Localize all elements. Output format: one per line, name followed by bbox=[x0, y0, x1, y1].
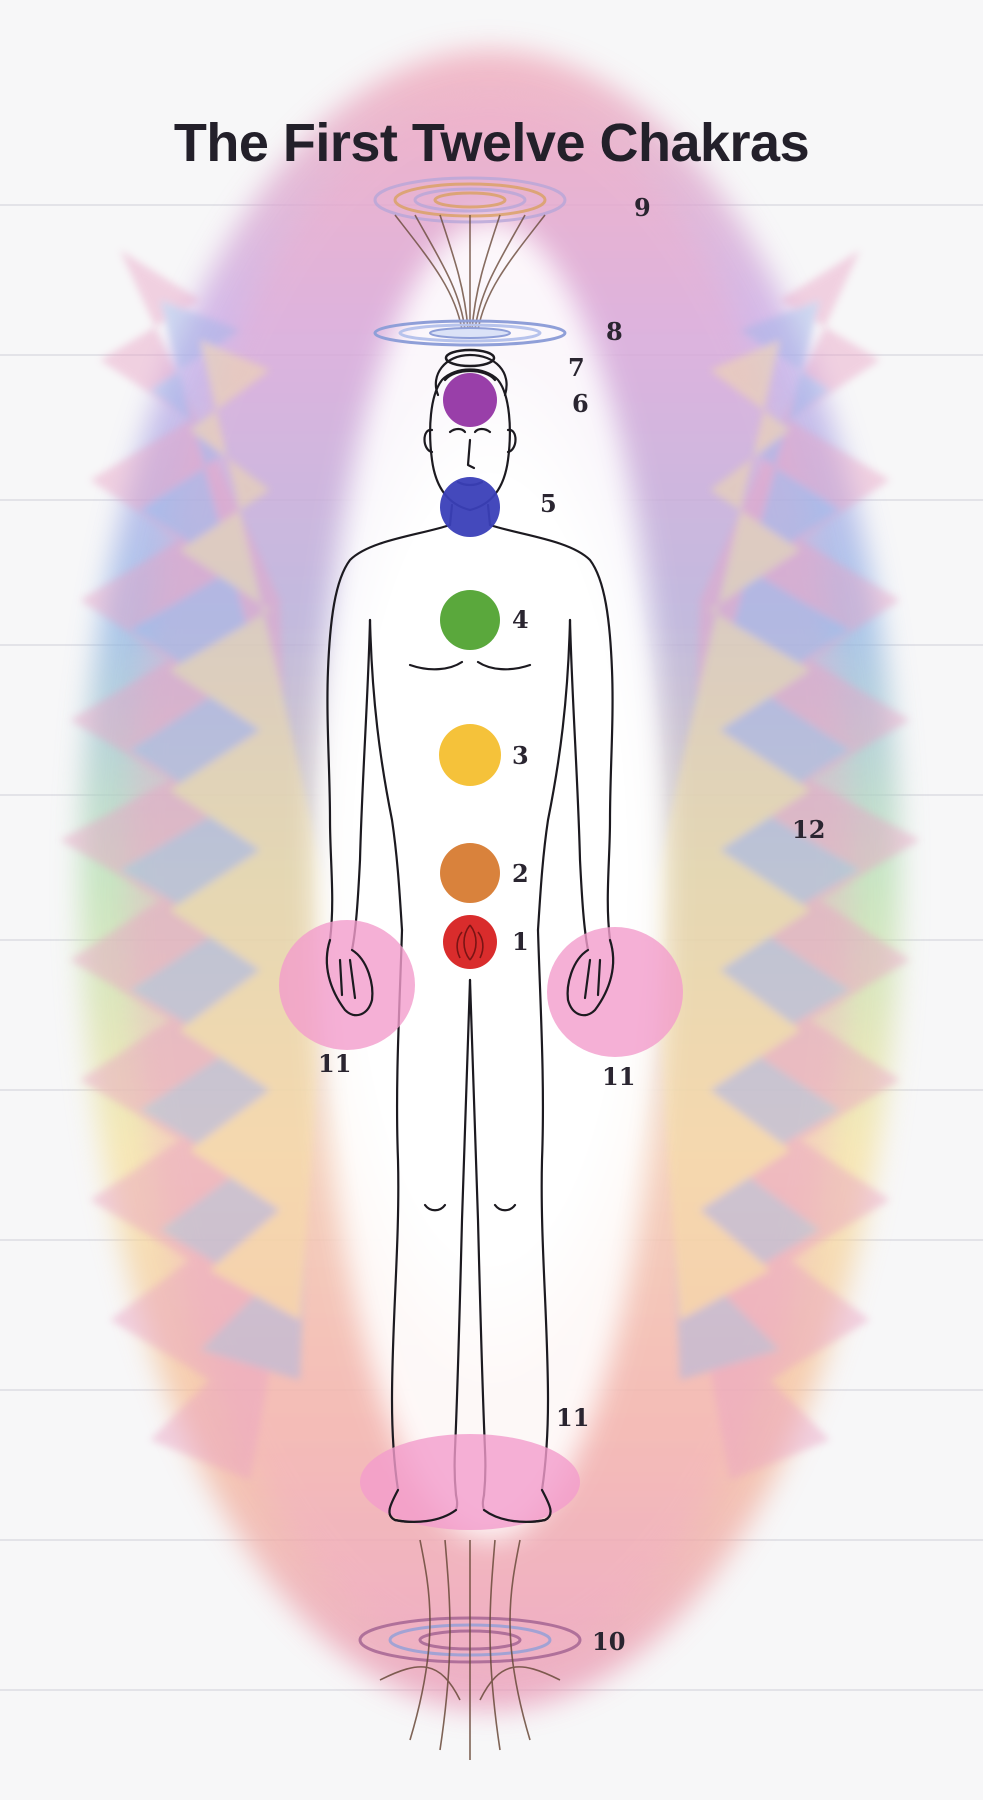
label-chakra-11-feet: 11 bbox=[556, 1403, 589, 1432]
label-chakra-1: 1 bbox=[512, 927, 529, 956]
page-title: The First Twelve Chakras bbox=[0, 112, 983, 174]
chakra-4-heart bbox=[440, 590, 500, 650]
label-chakra-11-left-hand: 11 bbox=[318, 1049, 351, 1078]
chakra-11-feet bbox=[360, 1434, 580, 1530]
chakra-6-third-eye bbox=[443, 373, 497, 427]
chakra-11-left-hand bbox=[279, 920, 415, 1050]
label-chakra-5: 5 bbox=[540, 489, 557, 518]
label-chakra-8: 8 bbox=[606, 317, 623, 346]
label-chakra-6: 6 bbox=[572, 389, 589, 418]
label-chakra-2: 2 bbox=[512, 859, 529, 888]
chakra-5-throat bbox=[440, 477, 500, 537]
chakra-1-root bbox=[443, 915, 497, 969]
label-chakra-11-right-hand: 11 bbox=[602, 1062, 635, 1091]
label-chakra-4: 4 bbox=[512, 605, 529, 634]
label-chakra-9: 9 bbox=[634, 193, 651, 222]
label-chakra-12: 12 bbox=[792, 815, 825, 844]
label-chakra-10: 10 bbox=[592, 1627, 625, 1656]
label-chakra-7: 7 bbox=[568, 353, 585, 382]
chakra-3-solar-plexus bbox=[439, 724, 501, 786]
label-chakra-3: 3 bbox=[512, 741, 529, 770]
chakra-2-sacral bbox=[440, 843, 500, 903]
